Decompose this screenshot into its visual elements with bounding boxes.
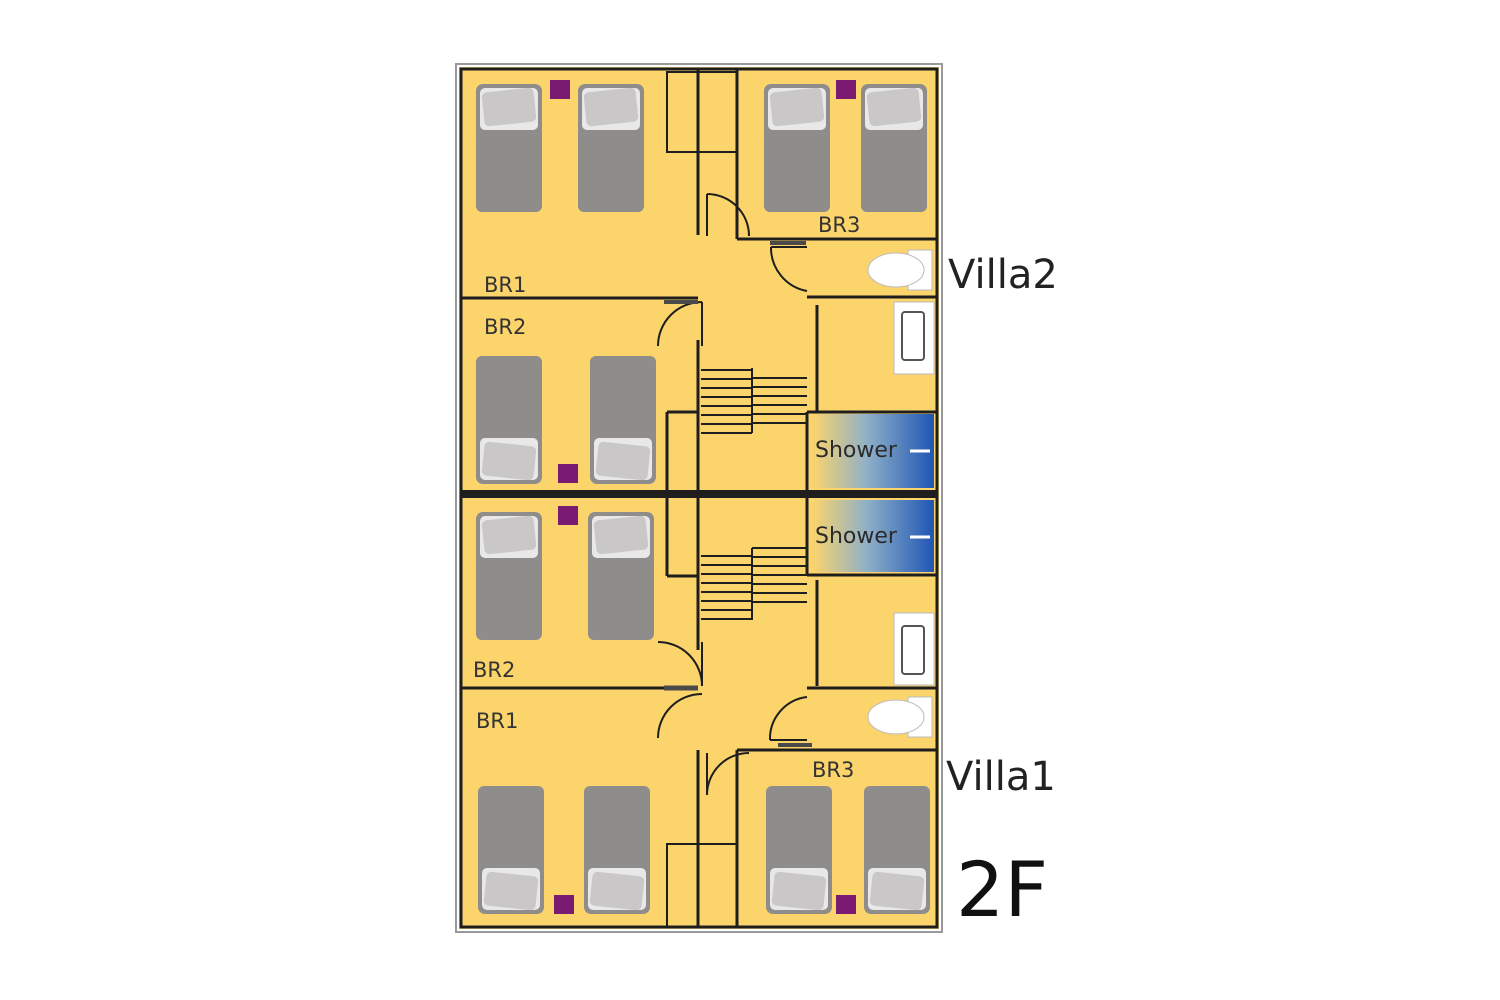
villa2-br2-label: BR2 <box>484 315 526 339</box>
bed-icon <box>764 84 830 212</box>
nightstand-icon <box>554 895 574 914</box>
toilet-icon <box>867 696 933 738</box>
bed-icon <box>861 84 927 212</box>
villa1-walls <box>461 498 937 928</box>
bed-icon <box>766 786 832 914</box>
villa2-stairs <box>701 368 807 434</box>
bed-icon <box>864 786 930 914</box>
bed-icon <box>578 84 644 212</box>
villa1-label: Villa1 <box>946 754 1056 800</box>
bed-icon <box>476 512 542 640</box>
villa2-shower-label: Shower <box>815 438 898 463</box>
toilet-icon <box>867 249 933 291</box>
bed-icon <box>584 786 650 914</box>
bed-icon <box>476 356 542 484</box>
plan-shadow <box>455 63 943 933</box>
bed-icon <box>590 356 656 484</box>
nightstand-icon <box>836 895 856 914</box>
villa1-shower-label: Shower <box>815 524 898 549</box>
nightstand-icon <box>550 80 570 99</box>
villa2-br3-label: BR3 <box>818 213 860 237</box>
villa2-walls <box>461 69 937 490</box>
bed-icon <box>478 786 544 914</box>
nightstand-icon <box>558 506 578 525</box>
sink-icon <box>893 612 935 686</box>
bed-icon <box>476 84 542 212</box>
villa1-br3-label: BR3 <box>812 758 854 782</box>
villa1-br1-label: BR1 <box>476 709 518 733</box>
sink-icon <box>893 301 935 375</box>
villa1-stairs <box>701 547 807 620</box>
nightstand-icon <box>836 80 856 99</box>
villa-separator-wall <box>461 490 937 498</box>
bed-icon <box>588 512 654 640</box>
villa2-br1-label: BR1 <box>484 273 526 297</box>
floor-label: 2F <box>956 845 1048 934</box>
villa1-br2-label: BR2 <box>473 658 515 682</box>
nightstand-icon <box>558 464 578 483</box>
villa2-label: Villa2 <box>948 252 1058 298</box>
